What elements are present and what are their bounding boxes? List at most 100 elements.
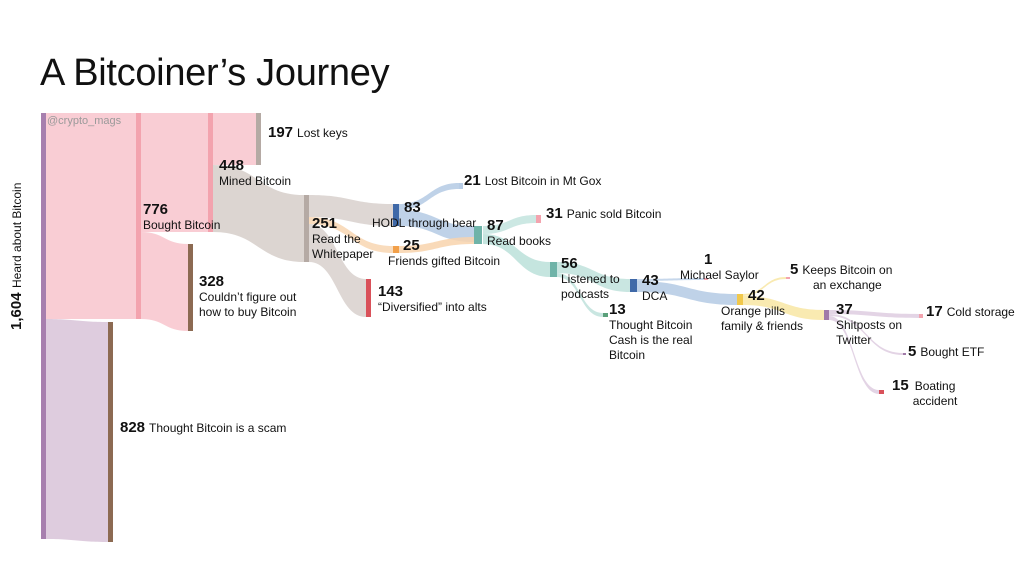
node-label-saylor: 1 Michael Saylor: [680, 252, 759, 283]
node-label-alts: 143 “Diversified” into alts: [378, 284, 487, 315]
node-text-shitposts: Shitposts on Twitter: [836, 318, 903, 347]
flow-orange-exchange: [743, 277, 786, 296]
node-label-mined: 448 Mined Bitcoin: [219, 158, 291, 189]
node-bar-shitposts: [824, 310, 829, 320]
node-text-dca: DCA: [642, 289, 668, 303]
node-value-bought: 776: [143, 201, 169, 218]
node-text-whitepaper: Read the Whitepaper: [312, 232, 374, 261]
node-value-mined: 448: [219, 157, 245, 174]
page-title: A Bitcoiner’s Journey: [40, 52, 390, 94]
node-bar-etf: [903, 353, 906, 355]
flow-books-podcasts: [483, 234, 550, 277]
node-bar-cant-buy: [188, 244, 193, 331]
flow-dca-orange: [637, 281, 737, 305]
flow-whitepaper-gifted: [309, 217, 393, 253]
node-bar-mined: [208, 113, 213, 232]
node-value-cold: 17: [926, 303, 943, 320]
node-bar-exchange: [786, 277, 790, 279]
flow-bought-mined: [141, 113, 208, 232]
node-text-mtgox: Lost Bitcoin in Mt Gox: [484, 174, 602, 188]
node-value-scam: 828: [120, 419, 146, 436]
node-value-saylor: 1: [704, 251, 713, 268]
flow-shitposts-boating: [829, 316, 879, 394]
node-label-podcasts: 56 Listened to podcasts: [561, 256, 620, 302]
node-value-dca: 43: [642, 272, 659, 289]
flow-bought-cantbuy: [141, 232, 188, 331]
node-value-shitposts: 37: [836, 301, 853, 318]
node-bar-books: [474, 226, 482, 244]
flow-mined-whitepaper: [213, 165, 304, 262]
node-value-boating: 15: [892, 377, 909, 394]
node-bar-heard: [41, 113, 46, 539]
flow-dca-saylor: [637, 278, 704, 281]
node-bar-lost-keys: [256, 113, 261, 165]
flow-orange-shitposts: [743, 296, 824, 320]
node-text-orange: Orange pills family & friends: [721, 304, 804, 333]
flow-gifted-books: [399, 237, 474, 253]
node-bar-bcash: [603, 313, 608, 317]
flow-hodl-books: [399, 210, 474, 242]
node-value-books: 87: [487, 217, 504, 234]
node-value-panic: 31: [546, 205, 563, 222]
node-text-books: Read books: [487, 234, 552, 248]
node-text-lost-keys: Lost keys: [297, 126, 348, 140]
node-label-hodl: 83 HODL through bear: [372, 200, 476, 231]
node-label-gifted: 25 Friends gifted Bitcoin: [388, 238, 500, 269]
node-label-bcash: 13 Thought Bitcoin Cash is the real Bitc…: [609, 302, 692, 363]
node-bar-bought: [136, 113, 141, 319]
node-bar-boating: [879, 390, 884, 394]
node-bar-podcasts: [550, 262, 557, 277]
flow-heard-scam: [46, 319, 108, 542]
node-bar-cold: [919, 314, 923, 318]
node-text-bcash: Thought Bitcoin Cash is the real Bitcoin: [609, 318, 693, 362]
watermark-handle: @crypto_mags: [47, 115, 122, 127]
node-text-cold: Cold storage: [946, 305, 1015, 319]
flow-whitepaper-hodl: [309, 195, 393, 226]
node-value-lost-keys: 197: [268, 124, 294, 141]
node-label-books: 87 Read books: [487, 218, 551, 249]
node-bar-saylor: [704, 278, 708, 280]
node-bar-whitepaper: [304, 195, 309, 262]
node-value-gifted: 25: [403, 237, 420, 254]
node-bar-panic: [536, 215, 541, 223]
flow-mined-lostkeys: [213, 113, 256, 165]
node-value-hodl: 83: [404, 199, 421, 216]
flow-shitposts-etf: [829, 314, 903, 355]
flow-books-panic: [483, 215, 536, 234]
node-label-dca: 43 DCA: [642, 273, 667, 304]
node-text-cant-buy: Couldn’t figure out how to buy Bitcoin: [199, 290, 297, 319]
node-bar-hodl: [393, 204, 399, 226]
node-value-whitepaper: 251: [312, 215, 338, 232]
flow-shitposts-cold: [829, 310, 919, 318]
node-label-bought: 776 Bought Bitcoin: [143, 202, 220, 233]
node-value-cant-buy: 328: [199, 273, 225, 290]
flow-heard-bought: [46, 113, 136, 319]
node-label-heard: 1,604 Heard about Bitcoin: [8, 183, 28, 330]
node-label-cant-buy: 328 Couldn’t figure out how to buy Bitco…: [199, 274, 296, 320]
node-text-panic: Panic sold Bitcoin: [566, 207, 662, 221]
node-bar-alts: [366, 279, 371, 317]
flow-hodl-mtgox: [399, 183, 459, 210]
node-value-alts: 143: [378, 283, 404, 300]
node-bar-dca: [630, 279, 637, 292]
node-bar-scam: [108, 322, 113, 542]
node-text-boating: Boating accident: [912, 379, 958, 408]
node-value-etf: 5: [908, 343, 917, 360]
flow-whitepaper-alts: [309, 224, 366, 317]
flow-podcasts-bcash: [557, 273, 603, 317]
node-text-podcasts: Listened to podcasts: [561, 272, 620, 301]
node-text-mined: Mined Bitcoin: [219, 174, 292, 188]
node-text-bought: Bought Bitcoin: [143, 218, 221, 232]
node-value-exchange: 5: [790, 261, 799, 278]
node-bar-mtgox: [459, 183, 463, 189]
node-value-podcasts: 56: [561, 255, 578, 272]
node-text-alts: “Diversified” into alts: [378, 300, 487, 314]
